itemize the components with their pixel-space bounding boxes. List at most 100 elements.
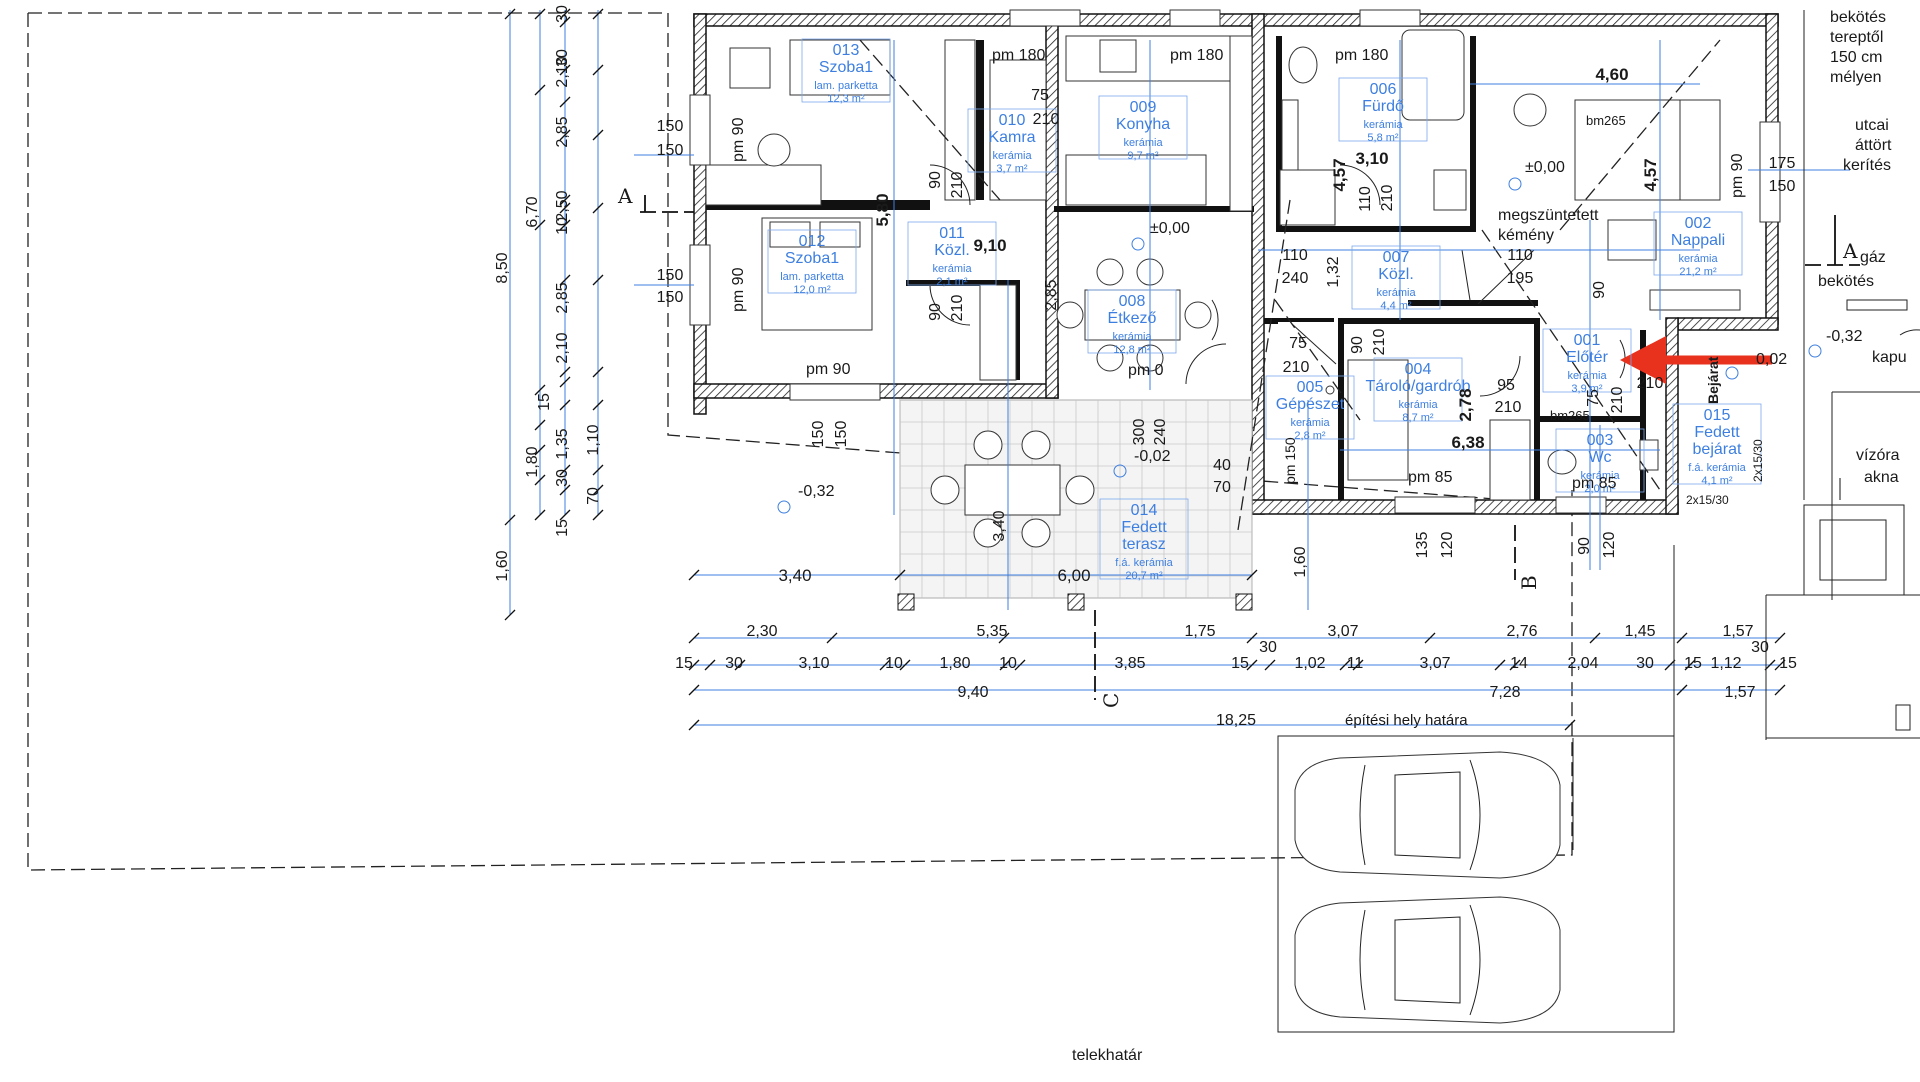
note-depth: 150 cm — [1830, 49, 1882, 66]
dimension-label: 1,80 — [524, 446, 541, 477]
site-features — [1277, 10, 1920, 1033]
level-living: ±0,00 — [1525, 159, 1565, 176]
room-area: 4,1 m² — [1701, 475, 1733, 487]
section-c: C — [1099, 693, 1123, 708]
dimension-label: 210 — [949, 172, 966, 199]
label-pm180-3: pm 180 — [1335, 47, 1388, 64]
label-bm265-b: bm265 — [1550, 408, 1590, 423]
dimension-label: 1,75 — [1184, 623, 1215, 640]
note-bejarat: Bejárat — [1705, 356, 1721, 404]
note-kapu: kapu — [1872, 349, 1907, 366]
label-pm90-a: pm 90 — [730, 117, 747, 162]
dimension-label: 6,38 — [1451, 433, 1484, 452]
dimension-label: 30 — [1636, 655, 1654, 672]
room-name: Tároló/gardrób — [1366, 378, 1471, 395]
dimension-label: 2,10 — [554, 56, 571, 87]
room-number: 002 — [1685, 215, 1712, 232]
dimension-label: 6,00 — [1057, 566, 1090, 585]
room-number: 004 — [1405, 361, 1432, 378]
room-label-box — [1098, 95, 1188, 160]
dimension-label: 210 — [1283, 359, 1310, 376]
dimension-label: 15 — [1684, 655, 1702, 672]
dimension-label: 8,50 — [494, 252, 511, 283]
dimension-label: 75 — [1031, 87, 1049, 104]
bathroom-fixtures — [1279, 29, 1467, 226]
dimension-label: 15 — [536, 393, 553, 411]
note-epitesi-hely: építési hely határa — [1345, 712, 1468, 729]
room-floor: kerámia — [1398, 399, 1438, 411]
dimension-label: 4,60 — [1595, 65, 1628, 84]
label-door-2x15: 2x15/30 — [1751, 439, 1765, 482]
room-number: 007 — [1383, 249, 1410, 266]
dimension-label: 30 — [725, 655, 743, 672]
dimension-label: 10 — [554, 217, 571, 235]
room-floor: kerámia — [1112, 331, 1152, 343]
level-main: ±0,00 — [1150, 220, 1190, 237]
note-megszuntetett: megszüntetett — [1498, 207, 1599, 224]
section-a-right: A — [1842, 239, 1858, 263]
dimension-label: 11 — [1347, 655, 1364, 672]
note-melyen: mélyen — [1830, 69, 1882, 86]
room-name: Közl. — [934, 242, 970, 259]
dimension-label: 210 — [1033, 111, 1060, 128]
dimension-label: 2,76 — [1506, 623, 1537, 640]
label-pm180-2: pm 180 — [1170, 47, 1223, 64]
room-floor: kerámia — [1290, 417, 1330, 429]
blue-dimension-lines — [634, 40, 1850, 610]
dimension-label: 2,10 — [554, 332, 571, 363]
bedroom-furniture — [705, 39, 1017, 381]
room-name: Fedett — [1694, 424, 1740, 441]
dimension-label: 1,02 — [1294, 655, 1325, 672]
dimension-label: 1,45 — [1624, 623, 1655, 640]
room-area: 12,0 m² — [793, 284, 831, 296]
car-top — [1294, 751, 1561, 879]
room-label-box — [1555, 428, 1645, 493]
opening-labels: pm 180 pm 180 pm 180 pm 90 pm 90 pm 90 p… — [730, 47, 1765, 507]
dimension-label: 1,60 — [494, 550, 511, 581]
dimension-label: 1,10 — [585, 424, 602, 455]
dimension-label: 4,57 — [1330, 158, 1349, 191]
dimension-label: 1,57 — [1724, 684, 1755, 701]
room-name: Közl. — [1378, 266, 1414, 283]
label-bm265-a: bm265 — [1586, 113, 1626, 128]
room-name: Fedett — [1121, 519, 1167, 536]
room-area: 3,7 m² — [996, 163, 1028, 175]
dimension-label: 30 — [554, 469, 571, 487]
dimension-label: 2,04 — [1567, 655, 1598, 672]
dimension-label: 15 — [675, 655, 693, 672]
door-swings — [929, 164, 1626, 397]
dimension-label: 1,12 — [1710, 655, 1741, 672]
room-floor: lam. parketta — [814, 80, 878, 92]
dimension-label: 3,10 — [798, 655, 829, 672]
dimension-label: 3,07 — [1419, 655, 1450, 672]
dimension-label: 110 — [1357, 186, 1374, 212]
dimension-label: 9,10 — [973, 236, 1006, 255]
dimension-label: 4,57 — [1641, 158, 1660, 191]
note-akna: akna — [1864, 469, 1899, 486]
room-floor: lam. parketta — [780, 271, 844, 283]
dimension-label: 90 — [927, 171, 944, 189]
room-area: 3,9 m² — [1571, 383, 1603, 395]
room-label-box — [801, 38, 891, 103]
level-terrace: -0,02 — [1134, 448, 1171, 465]
wc-fixtures — [1347, 359, 1659, 501]
dimension-label: 1,57 — [1722, 623, 1753, 640]
dimension-label: 70 — [1213, 479, 1231, 496]
room-label-box — [1653, 211, 1743, 276]
dimension-label: 175 — [1769, 155, 1796, 172]
room-area: 21,2 m² — [1679, 266, 1717, 278]
dimension-label: 6,70 — [524, 196, 541, 227]
room-number: 006 — [1370, 81, 1397, 98]
room-number: 014 — [1131, 502, 1158, 519]
room-number: 005 — [1297, 379, 1324, 396]
dimension-label: 110 — [1282, 247, 1308, 264]
note-gaz: gáz — [1860, 249, 1886, 266]
room-number: 013 — [833, 42, 860, 59]
dimension-label: 210 — [1637, 375, 1664, 392]
room-area: 9,7 m² — [1127, 150, 1159, 162]
room-name: Étkező — [1108, 308, 1157, 327]
dimension-label: 2,78 — [1456, 388, 1475, 421]
room-floor: kerámia — [1567, 370, 1607, 382]
